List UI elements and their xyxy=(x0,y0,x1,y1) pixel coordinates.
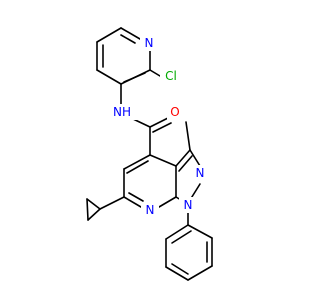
atom-n: N xyxy=(184,198,193,212)
bond xyxy=(158,196,177,208)
bond xyxy=(99,196,125,210)
bond xyxy=(178,155,193,172)
atom-cl: Cl xyxy=(165,69,177,83)
atom-mask xyxy=(140,35,158,51)
bond xyxy=(123,154,151,170)
bond xyxy=(120,34,136,44)
bond xyxy=(86,198,101,210)
atom-mask xyxy=(160,68,182,84)
amide-nh-label: NH xyxy=(107,104,137,120)
bond xyxy=(171,263,189,275)
atom-n: N xyxy=(146,203,155,217)
atom-nh: NH xyxy=(113,105,131,119)
bond xyxy=(187,265,213,281)
bond xyxy=(123,196,142,208)
bond xyxy=(152,122,172,133)
bond xyxy=(189,149,201,167)
bond xyxy=(87,208,101,221)
chlorine-label: Cl xyxy=(160,68,182,84)
pyrazole-n1-label: N xyxy=(179,197,197,213)
bond xyxy=(128,192,144,202)
bond xyxy=(175,149,191,167)
atom-labels: N Cl NH O N N N xyxy=(107,35,209,218)
atom-mask xyxy=(141,202,159,218)
pyridine-nitrogen-label: N xyxy=(140,35,158,51)
carbonyl-oxygen-label: O xyxy=(167,104,183,120)
bond xyxy=(149,117,169,128)
atom-mask xyxy=(179,197,197,213)
bond xyxy=(185,121,191,151)
bond xyxy=(149,69,161,77)
bond-lines xyxy=(86,27,213,281)
atom-mask xyxy=(107,104,137,120)
bond xyxy=(187,224,213,239)
pyridine-n7-label: N xyxy=(141,202,159,218)
bond xyxy=(165,266,189,281)
pyrazole-n2-label: N xyxy=(191,165,209,181)
atom-mask xyxy=(167,104,183,120)
bond xyxy=(120,27,141,40)
bond xyxy=(171,230,192,244)
atom-mask xyxy=(191,165,209,181)
bond xyxy=(86,198,89,221)
bond xyxy=(126,160,149,174)
atom-n: N xyxy=(196,166,205,180)
atom-o: O xyxy=(170,105,179,119)
bond xyxy=(165,224,189,240)
bond xyxy=(149,154,177,167)
bond xyxy=(96,27,122,43)
atom-n: N xyxy=(145,36,154,50)
bond xyxy=(123,72,146,83)
molecule-structure-diagram: N Cl NH O N N N xyxy=(86,27,213,281)
bond xyxy=(96,69,122,85)
